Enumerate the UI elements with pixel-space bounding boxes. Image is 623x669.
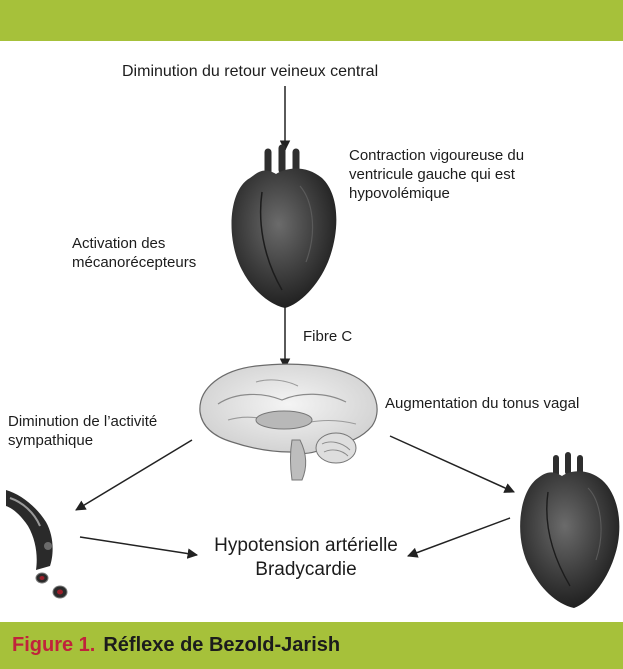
reflex-diagram <box>0 0 623 622</box>
figure-title: Réflexe de Bezold-Jarish <box>103 634 340 657</box>
contraction-label-line3: hypovolémique <box>349 184 524 203</box>
arrow-heart-to-outcome <box>408 518 510 556</box>
arrow-vessel-to-outcome <box>80 537 197 555</box>
brain-illustration <box>200 364 377 480</box>
heart-illustration-right <box>520 455 619 608</box>
outcome-line2: Bradycardie <box>196 558 416 582</box>
contraction-label-line2: ventricule gauche qui est <box>349 165 524 184</box>
arrow-brain-to-vessel <box>76 440 192 510</box>
activation-label-line2: mécanorécepteurs <box>72 253 196 272</box>
blood-vessel-illustration <box>6 490 67 598</box>
activation-label: Activation des mécanorécepteurs <box>72 234 196 272</box>
contraction-label: Contraction vigoureuse du ventricule gau… <box>349 146 524 203</box>
figure-number: Figure 1. <box>12 634 95 657</box>
fibre-label: Fibre C <box>303 327 352 346</box>
vagal-label: Augmentation du tonus vagal <box>385 394 579 413</box>
outcome-line1: Hypotension artérielle <box>196 534 416 558</box>
sympathetic-label: Diminution de l’activité sympathique <box>8 412 157 450</box>
heart-illustration <box>232 148 337 308</box>
sympathetic-label-line1: Diminution de l’activité <box>8 412 157 431</box>
sympathetic-label-line2: sympathique <box>8 431 157 450</box>
contraction-label-line1: Contraction vigoureuse du <box>349 146 524 165</box>
caption-banner: Figure 1. Réflexe de Bezold-Jarish <box>0 622 623 669</box>
top-label: Diminution du retour veineux central <box>122 62 378 81</box>
arrow-brain-to-heart <box>390 436 514 492</box>
outcome-label: Hypotension artérielle Bradycardie <box>196 534 416 582</box>
activation-label-line1: Activation des <box>72 234 196 253</box>
